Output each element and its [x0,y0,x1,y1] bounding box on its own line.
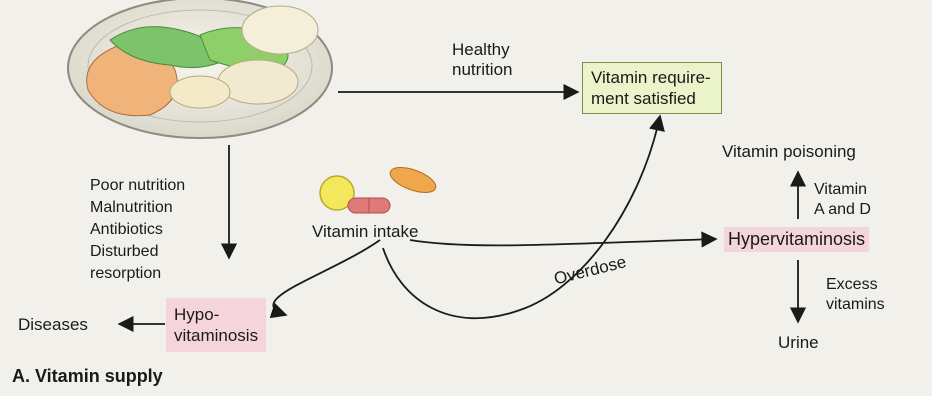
deficiency-causes-list: Poor nutrition Malnutrition Antibiotics … [90,176,185,286]
vitamin-poisoning-label: Vitamin poisoning [722,142,856,162]
diseases-label: Diseases [18,315,88,335]
food-plate-illustration [68,0,332,138]
hypovitaminosis-box: Hypo-vitaminosis [166,298,266,352]
requirement-satisfied-box: Vitamin require-ment satisfied [582,62,722,114]
hypervitaminosis-box: Hypervitaminosis [724,227,869,252]
pill-illustration [320,162,439,213]
figure-caption: A. Vitamin supply [12,366,163,386]
urine-label: Urine [778,333,819,353]
vitamin-intake-label: Vitamin intake [312,222,418,242]
